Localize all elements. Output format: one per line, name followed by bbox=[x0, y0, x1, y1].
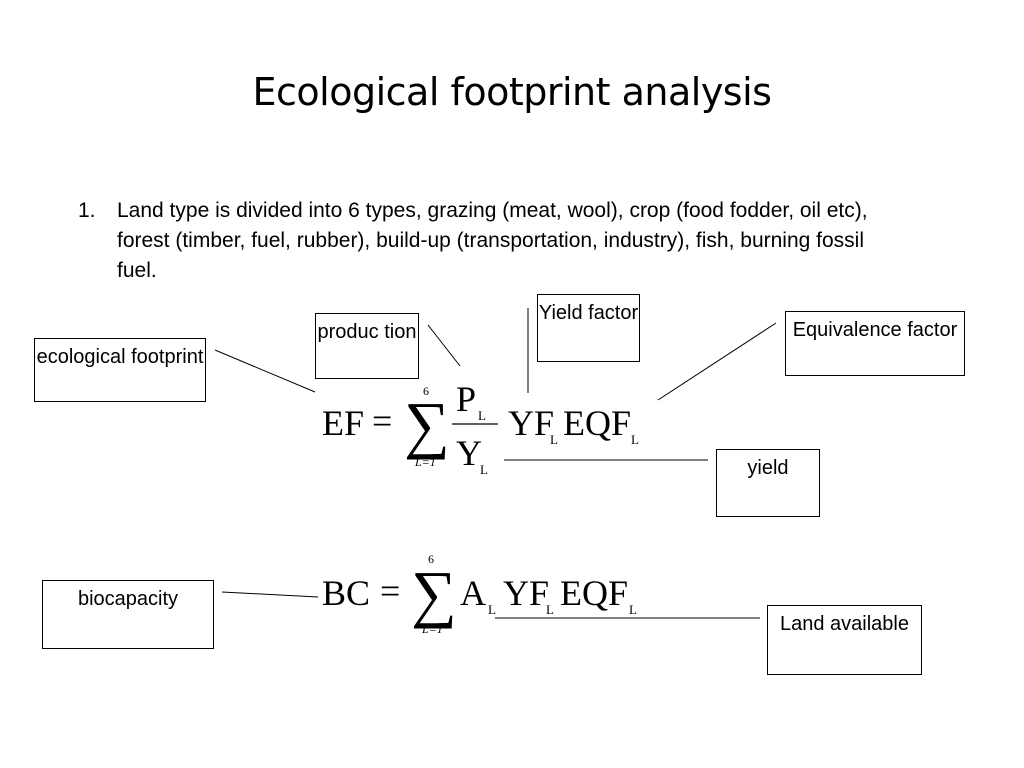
slide-title: Ecological footprint analysis bbox=[252, 70, 772, 114]
ef-sum-upper: 6 bbox=[423, 384, 429, 398]
line-equivalence-factor bbox=[657, 322, 777, 401]
ef-term2: EQF bbox=[563, 403, 632, 443]
equivalence-factor-box: Equivalence factor bbox=[785, 311, 965, 376]
biocapacity-box: biocapacity bbox=[42, 580, 214, 649]
ef-equals: = bbox=[372, 401, 393, 441]
bc-sum-upper: 6 bbox=[428, 552, 434, 566]
production-box: produc tion bbox=[315, 313, 419, 379]
list-number: 1. bbox=[78, 199, 96, 222]
line-ecological-footprint bbox=[214, 349, 316, 393]
ecological-footprint-box: ecological footprint bbox=[34, 338, 206, 402]
bc-sigma: ∑ bbox=[411, 558, 457, 629]
ef-numerator: P bbox=[456, 379, 477, 419]
bc-term0: A bbox=[460, 573, 486, 613]
bc-term1: YF bbox=[503, 573, 550, 613]
bc-term1-sub: L bbox=[546, 602, 554, 617]
ef-denominator: Y bbox=[456, 433, 482, 473]
ef-term2-sub: L bbox=[631, 432, 639, 447]
land-available-box: Land available bbox=[767, 605, 922, 675]
ef-sigma: ∑ bbox=[404, 389, 450, 460]
ef-sum-lower: L=1 bbox=[415, 455, 436, 469]
yield-factor-box: Yield factor bbox=[537, 294, 640, 362]
ef-term1-sub: L bbox=[550, 432, 558, 447]
list-item-text: Land type is divided into 6 types, grazi… bbox=[117, 199, 868, 282]
ef-denominator-sub: L bbox=[480, 462, 488, 477]
line-biocapacity bbox=[221, 591, 319, 598]
line-production bbox=[427, 324, 461, 367]
ef-numerator-sub: L bbox=[478, 408, 486, 423]
bc-term0-sub: L bbox=[488, 602, 496, 617]
yield-box: yield bbox=[716, 449, 820, 517]
ef-term1: YF bbox=[508, 403, 555, 443]
bc-term2-sub: L bbox=[629, 602, 637, 617]
ef-lhs: EF bbox=[322, 403, 365, 443]
bc-term2: EQF bbox=[560, 573, 629, 613]
bc-lhs: BC bbox=[322, 573, 371, 613]
bc-sum-lower: L=1 bbox=[422, 622, 443, 636]
bc-equals: = bbox=[380, 571, 401, 611]
